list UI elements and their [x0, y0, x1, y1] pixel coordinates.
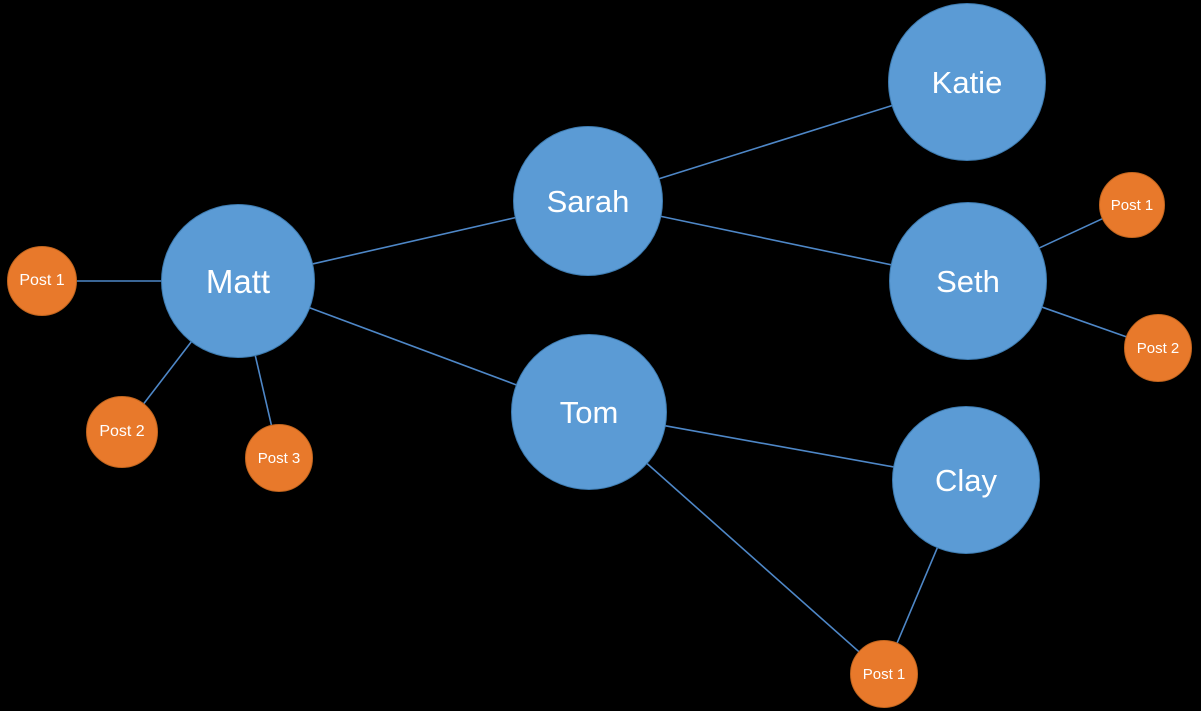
edge-tom-to-shared_post1 — [646, 462, 860, 653]
edge-seth-to-seth_post1 — [1038, 217, 1104, 249]
edge-matt_post3-to-matt — [254, 354, 273, 427]
edge-sarah-to-seth — [660, 215, 892, 266]
edge-clay-to-shared_post1 — [896, 546, 939, 644]
node-shared_post1[interactable]: Post 1 — [850, 640, 918, 708]
node-katie[interactable]: Katie — [888, 3, 1046, 161]
node-seth_post2[interactable]: Post 2 — [1124, 314, 1192, 382]
node-label-clay: Clay — [934, 462, 997, 498]
edge-seth-to-seth_post2 — [1041, 306, 1128, 338]
node-label-tom: Tom — [559, 394, 619, 430]
node-label-matt: Matt — [205, 262, 271, 300]
edge-tom-to-clay — [664, 424, 895, 468]
node-matt_post1[interactable]: Post 1 — [7, 246, 77, 316]
edge-matt-to-sarah — [311, 216, 517, 265]
node-label-seth_post1: Post 1 — [1110, 196, 1154, 214]
node-clay[interactable]: Clay — [892, 406, 1040, 554]
edge-matt_post2-to-matt — [142, 340, 193, 405]
node-matt[interactable]: Matt — [161, 204, 315, 358]
node-matt_post2[interactable]: Post 2 — [86, 396, 158, 468]
node-label-matt_post1: Post 1 — [19, 272, 65, 289]
node-label-seth: Seth — [936, 263, 1000, 299]
node-label-sarah: Sarah — [546, 183, 630, 219]
node-label-katie: Katie — [931, 64, 1003, 100]
node-label-shared_post1: Post 1 — [862, 665, 906, 683]
node-label-matt_post3: Post 3 — [257, 449, 301, 467]
node-seth_post1[interactable]: Post 1 — [1099, 172, 1165, 238]
node-matt_post3[interactable]: Post 3 — [245, 424, 313, 492]
node-label-seth_post2: Post 2 — [1136, 339, 1180, 357]
edge-sarah-to-katie — [658, 104, 893, 180]
node-seth[interactable]: Seth — [889, 202, 1047, 360]
node-label-matt_post2: Post 2 — [99, 423, 145, 440]
edge-matt-to-tom — [308, 306, 518, 386]
node-sarah[interactable]: Sarah — [513, 126, 663, 276]
node-tom[interactable]: Tom — [511, 334, 667, 490]
